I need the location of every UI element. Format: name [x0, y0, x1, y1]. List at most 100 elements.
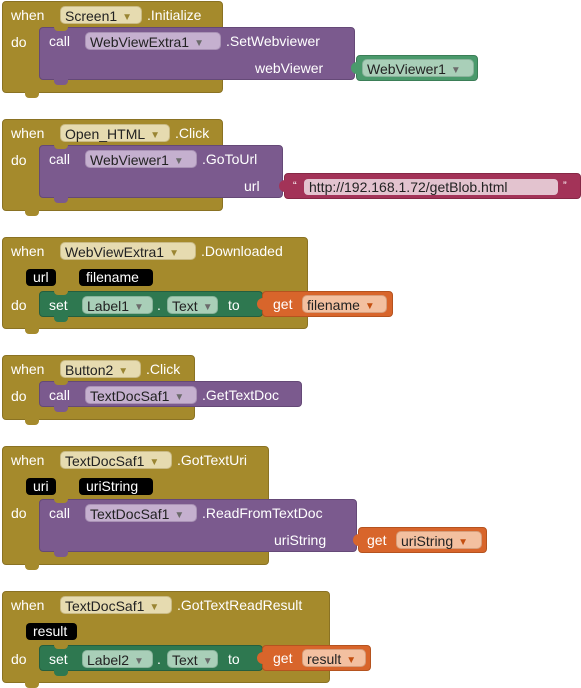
block-notch [54, 499, 68, 503]
dropdown-arrow-icon[interactable]: ▼ [174, 392, 185, 403]
dropdown-arrow-icon[interactable]: ▼ [364, 301, 375, 312]
component-dropdown[interactable]: Screen1▼ [60, 6, 142, 24]
component-block-webviewer1[interactable]: WebViewer1▼ [351, 55, 478, 81]
component-dropdown[interactable]: WebViewer1▼ [85, 150, 197, 168]
call-label: call [49, 151, 71, 167]
component-dropdown[interactable]: WebViewExtra1▼ [85, 32, 221, 50]
dropdown-arrow-icon[interactable]: ▼ [134, 302, 144, 313]
block-connector [25, 92, 39, 98]
event-name: .GotTextUri [177, 452, 248, 468]
block-connector [25, 564, 39, 570]
get-block-uristring[interactable]: get uriString▼ [353, 527, 487, 553]
event-name: .Click [175, 125, 210, 141]
component-dropdown[interactable]: TextDocSaf1▼ [60, 451, 172, 469]
block-connector [54, 551, 68, 557]
dropdown-arrow-icon[interactable]: ▼ [150, 130, 161, 141]
set-label: set [49, 651, 68, 667]
property-dropdown[interactable]: Text▼ [167, 296, 218, 314]
component-dropdown[interactable]: Label1▼ [82, 296, 153, 314]
event-name: .Click [146, 361, 181, 377]
block-notch [54, 381, 68, 385]
do-label: do [11, 388, 27, 404]
get-label: get [273, 296, 293, 312]
block-connector [54, 79, 68, 85]
socket-plug [257, 652, 264, 664]
dropdown-arrow-icon[interactable]: ▼ [194, 38, 204, 49]
property-dropdown[interactable]: Text▼ [167, 650, 218, 668]
get-label: get [367, 532, 387, 548]
component-dropdown[interactable]: TextDocSaf1▼ [85, 504, 197, 522]
get-block-result[interactable]: get result▼ [257, 645, 371, 671]
event-param-url[interactable]: url [26, 269, 56, 286]
block-connector [25, 210, 39, 216]
component-dropdown[interactable]: Open_HTML▼ [60, 124, 170, 142]
when-label: when [11, 7, 45, 23]
dropdown-arrow-icon[interactable]: ▼ [149, 457, 160, 468]
call-block-gettextdoc[interactable]: call TextDocSaf1▼ .GetTextDoc [39, 381, 302, 412]
event-param-uri[interactable]: uri [26, 478, 56, 495]
dropdown-arrow-icon[interactable]: ▼ [169, 248, 179, 259]
arg-label: url [244, 178, 260, 194]
arg-label: webViewer [255, 60, 324, 76]
call-block-gotourl[interactable]: call WebViewer1▼ .GoToUrl url [39, 145, 283, 203]
arg-label: uriString [274, 532, 327, 548]
dropdown-arrow-icon[interactable]: ▼ [458, 537, 469, 548]
dropdown-arrow-icon[interactable]: ▼ [149, 602, 160, 613]
to-label: to [228, 651, 240, 667]
when-label: when [11, 125, 45, 141]
method-name: .SetWebviewer [226, 33, 320, 49]
quote-open-icon: “ [293, 180, 297, 192]
socket-plug [353, 534, 360, 546]
dropdown-arrow-icon[interactable]: ▼ [346, 655, 357, 666]
component-dropdown[interactable]: WebViewer1▼ [362, 59, 474, 77]
method-name: .ReadFromTextDoc [202, 505, 323, 521]
get-block-filename[interactable]: get filename▼ [257, 291, 393, 317]
call-label: call [49, 387, 71, 403]
block-connector [54, 406, 68, 412]
variable-dropdown[interactable]: result▼ [302, 649, 366, 667]
dropdown-arrow-icon[interactable]: ▼ [174, 510, 185, 521]
when-label: when [11, 597, 45, 613]
event-param-uristring[interactable]: uriString [79, 478, 153, 495]
call-label: call [49, 505, 71, 521]
dropdown-arrow-icon[interactable]: ▼ [134, 656, 144, 667]
socket-plug [351, 62, 358, 74]
component-dropdown[interactable]: TextDocSaf1▼ [60, 596, 172, 614]
dropdown-arrow-icon[interactable]: ▼ [118, 366, 129, 377]
when-label: when [11, 361, 45, 377]
call-block-readfromtextdoc[interactable]: call TextDocSaf1▼ .ReadFromTextDoc uriSt… [39, 499, 357, 557]
call-label: call [49, 33, 71, 49]
text-block-url[interactable]: “ http://192.168.1.72/getBlob.html ” [279, 173, 581, 199]
component-dropdown[interactable]: TextDocSaf1▼ [85, 386, 197, 404]
call-block-setwebviewer[interactable]: call WebViewExtra1▼ .SetWebviewer webVie… [39, 27, 355, 85]
dropdown-arrow-icon[interactable]: ▼ [173, 156, 184, 167]
url-text-field[interactable]: http://192.168.1.72/getBlob.html [304, 179, 558, 195]
set-block-label2-text[interactable]: set Label2▼ . Text▼ to [39, 645, 263, 676]
event-name: .GotTextReadResult [177, 597, 303, 613]
variable-dropdown[interactable]: uriString▼ [396, 531, 482, 549]
event-name: .Downloaded [201, 243, 283, 259]
event-param-result[interactable]: result [26, 623, 77, 640]
component-dropdown[interactable]: WebViewExtra1▼ [60, 242, 196, 260]
set-block-label1-text[interactable]: set Label1▼ . Text▼ to [39, 291, 263, 322]
dropdown-arrow-icon[interactable]: ▼ [202, 302, 213, 313]
do-label: do [11, 297, 27, 313]
block-notch [54, 291, 68, 295]
do-label: do [11, 34, 27, 50]
block-connector [25, 328, 39, 334]
component-dropdown[interactable]: Button2▼ [60, 360, 141, 378]
block-notch [54, 27, 68, 31]
method-name: .GoToUrl [202, 151, 258, 167]
dropdown-arrow-icon[interactable]: ▼ [450, 65, 461, 76]
when-label: when [11, 243, 45, 259]
event-param-filename[interactable]: filename [79, 269, 153, 286]
dropdown-arrow-icon[interactable]: ▼ [202, 656, 213, 667]
to-label: to [228, 297, 240, 313]
component-dropdown[interactable]: Label2▼ [82, 650, 153, 668]
block-notch [54, 145, 68, 149]
block-connector [25, 419, 39, 425]
get-label: get [273, 650, 293, 666]
variable-dropdown[interactable]: filename▼ [302, 295, 387, 313]
do-label: do [11, 152, 27, 168]
dropdown-arrow-icon[interactable]: ▼ [122, 12, 133, 23]
